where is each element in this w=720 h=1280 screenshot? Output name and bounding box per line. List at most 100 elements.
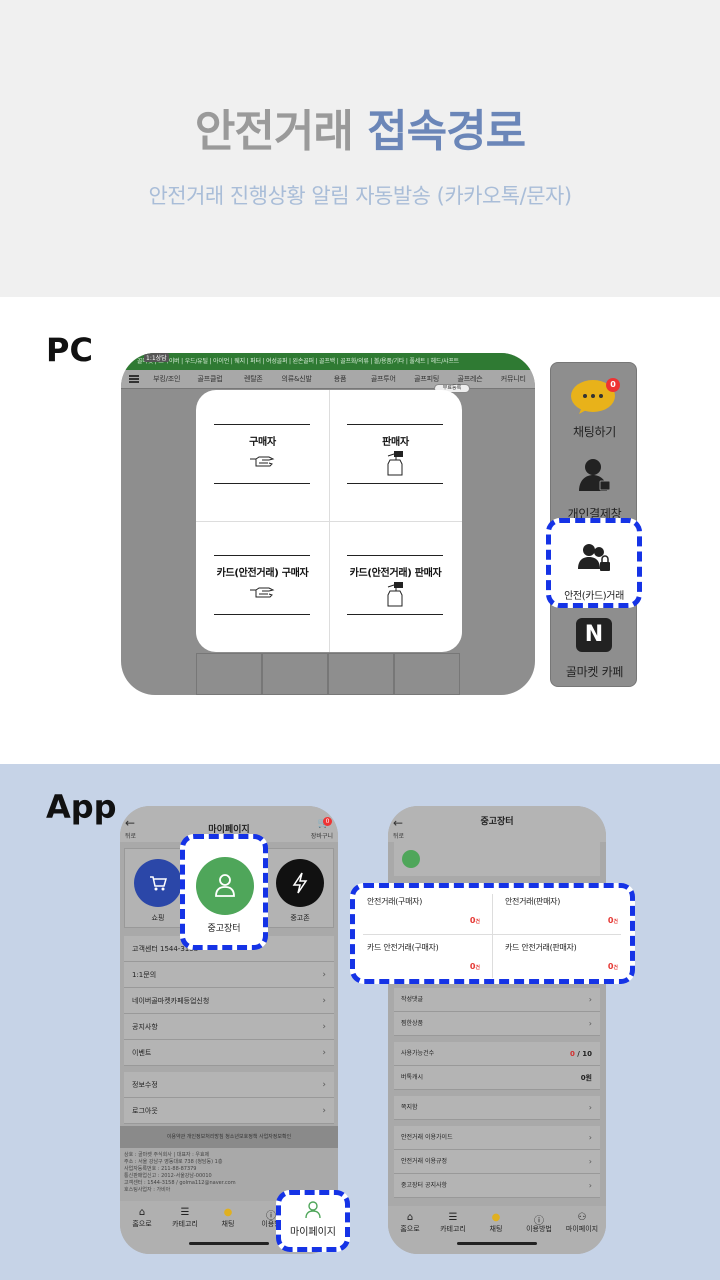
stat-cell[interactable]: 카드 안전거래(판매자) 0건 (493, 934, 630, 979)
safe-trade-modal: 구매자 판매자 카드(안전거래) 구매자 (196, 390, 462, 652)
pc-background-grid (196, 653, 460, 695)
used-market-highlight[interactable]: 중고장터 (180, 834, 268, 950)
buyer-option[interactable]: 구매자 (196, 390, 329, 521)
nav-item[interactable]: 골프피팅 (414, 375, 440, 383)
tab-home[interactable]: ⌂홈으로 (388, 1212, 432, 1234)
page-title: 안전거래 접속경로 (0, 95, 720, 159)
shopping-circle-button[interactable] (134, 859, 182, 907)
menu-icon[interactable] (129, 375, 139, 383)
tab-label: 홈으로 (132, 1220, 152, 1228)
usable-count-used: 0 (569, 1050, 575, 1058)
stat-cell[interactable]: 카드 안전거래(구매자) 0건 (355, 934, 492, 979)
personal-payment-label: 개인결제창 (567, 507, 622, 521)
list-item-label: 중고장터 공지사항 (401, 1182, 448, 1189)
tab-chat[interactable]: ●채팅 (474, 1212, 518, 1234)
list-item-label: 찜한상품 (401, 1020, 424, 1027)
safe-trade-stats-highlight: 안전거래(구매자) 0건 안전거래(판매자) 0건 카드 안전거래(구매자) 0… (350, 883, 635, 984)
back-arrow-icon[interactable]: ← (393, 816, 404, 830)
list-item[interactable]: 안전거래 이용규정› (394, 1150, 600, 1174)
list-item[interactable]: 찜한상품 › (394, 1012, 600, 1036)
nav-item[interactable]: 커뮤니티 (500, 375, 526, 383)
nav-item[interactable]: 골프투어 (370, 375, 396, 383)
stat-cell[interactable]: 안전거래(판매자) 0건 (493, 888, 630, 933)
used-zone-circle-button[interactable] (276, 859, 324, 907)
list-item[interactable]: 정보수정› (124, 1072, 334, 1098)
company-info-line: 고객센터 : 1544-3158 / golma112@naver.com (124, 1180, 236, 1186)
used-market-label: 중고장터 (207, 924, 241, 934)
nav-item[interactable]: 용품 (333, 375, 347, 383)
back-arrow-icon[interactable]: ← (125, 816, 136, 830)
list-item[interactable]: 중고장터 공지사항 › (394, 1174, 600, 1198)
card-buyer-option[interactable]: 카드(안전거래) 구매자 (196, 521, 329, 652)
footer-links[interactable]: 이용약관 개인정보처리방침 청소년보호정책 사업자정보확인 (120, 1126, 338, 1148)
tab-category[interactable]: ☰ 카테고리 (163, 1207, 207, 1229)
list-item-label: 네이버골마켓카페등업신청 (132, 997, 210, 1005)
personal-payment-button[interactable]: 개인결제창 (551, 503, 638, 522)
chevron-right-icon: › (322, 1048, 326, 1058)
chevron-right-icon: › (322, 1022, 326, 1032)
chat-bubble-icon: ● (223, 1207, 233, 1218)
tab-label: 카테고리 (172, 1220, 198, 1228)
nav-item[interactable]: 골프레슨 (457, 375, 483, 383)
list-item[interactable]: 공지사항› (124, 1014, 334, 1040)
nav-item[interactable]: 부킹/조인 (153, 375, 181, 383)
tab-chat[interactable]: ● 채팅 (206, 1207, 250, 1229)
list-icon: ☰ (180, 1207, 190, 1218)
list-item-label: 1:1문의 (132, 971, 157, 979)
stat-cell[interactable]: 안전거래(구매자) 0건 (355, 888, 492, 933)
safe-trade-users-icon (578, 544, 610, 571)
info-icon: ⓘ (266, 1211, 276, 1222)
chevron-right-icon: › (588, 1019, 592, 1028)
pc-consult-sticker: 1:1상담 (144, 353, 169, 362)
seller-option[interactable]: 판매자 (329, 390, 462, 521)
nav-item[interactable]: 의류&신발 (281, 375, 312, 383)
tab-label: 카테고리 (440, 1225, 466, 1233)
safe-card-trade-highlight[interactable]: 안전(카드)거래 (546, 518, 642, 608)
pc-nav-bar: 부킹/조인 골프클럽 렌탈존 의류&신발 용품 골프투어 골프피팅 골프레슨 커… (121, 370, 535, 389)
card-seller-option[interactable]: 카드(안전거래) 판매자 (329, 521, 462, 652)
nav-item[interactable]: 렌탈존 (243, 375, 263, 383)
pc-category-links[interactable]: 골마켓 | 드라이버 | 우드/유틸 | 아이언 | 웨지 | 퍼터 | 여성골… (137, 358, 459, 365)
nav-item[interactable]: 골프클럽 (197, 375, 223, 383)
person-icon (215, 874, 235, 897)
title-blue: 접속경로 (367, 106, 526, 157)
person-icon: ⚇ (577, 1212, 587, 1223)
cafe-button[interactable]: 골마켓 카페 (551, 661, 638, 680)
company-info-line: 상호 : 골마켓 주식회사 | 대표자 : 우효제 (124, 1152, 210, 1158)
cash-label: 버톡캐시 (401, 1074, 424, 1081)
mypage-tab-highlight[interactable]: 마이페이지 (276, 1190, 350, 1252)
card-seller-label: 카드(안전거래) 판매자 (349, 568, 442, 579)
list-item[interactable]: 쪽지함› (394, 1096, 600, 1120)
cart-icon (150, 876, 167, 891)
list-item[interactable]: 이벤트› (124, 1040, 334, 1066)
tab-home[interactable]: ⌂홈으로 (120, 1207, 164, 1229)
list-item[interactable]: 작성댓글› (394, 988, 600, 1012)
stat-value: 0건 (608, 962, 618, 971)
stat-label: 안전거래(구매자) (367, 897, 423, 906)
usable-count-label: 사용가능건수 (401, 1050, 435, 1057)
buyer-label: 구매자 (249, 437, 276, 448)
tab-label: 채팅 (221, 1220, 235, 1228)
list-item[interactable]: 로그아웃› (124, 1098, 334, 1124)
list-item[interactable]: 안전거래 이용가이드› (394, 1126, 600, 1150)
usable-count-value: 0 / 10 (570, 1042, 592, 1066)
personal-payment-icon[interactable] (577, 457, 613, 493)
kakao-chat-icon[interactable] (570, 379, 616, 415)
page-subtitle: 안전거래 진행상황 알림 자동발송 (카카오톡/문자) (148, 184, 572, 208)
tab-category[interactable]: ☰카테고리 (431, 1212, 475, 1234)
list-item[interactable]: 네이버골마켓카페등업신청› (124, 988, 334, 1014)
hand-pointing-icon (250, 587, 275, 598)
hand-pointing-icon (250, 456, 275, 467)
stat-value: 0건 (470, 916, 480, 925)
naver-cafe-icon[interactable]: N (576, 618, 612, 652)
chat-button[interactable]: 채팅하기 (551, 421, 638, 440)
stat-unit: 건 (475, 919, 480, 925)
list-item[interactable]: 1:1문의› (124, 962, 334, 988)
home-icon: ⌂ (406, 1212, 414, 1223)
chevron-right-icon: › (588, 1181, 592, 1190)
tab-mypage[interactable]: ⚇마이페이지 (560, 1212, 604, 1234)
usable-count-row: 사용가능건수 0 / 10 (394, 1042, 600, 1066)
